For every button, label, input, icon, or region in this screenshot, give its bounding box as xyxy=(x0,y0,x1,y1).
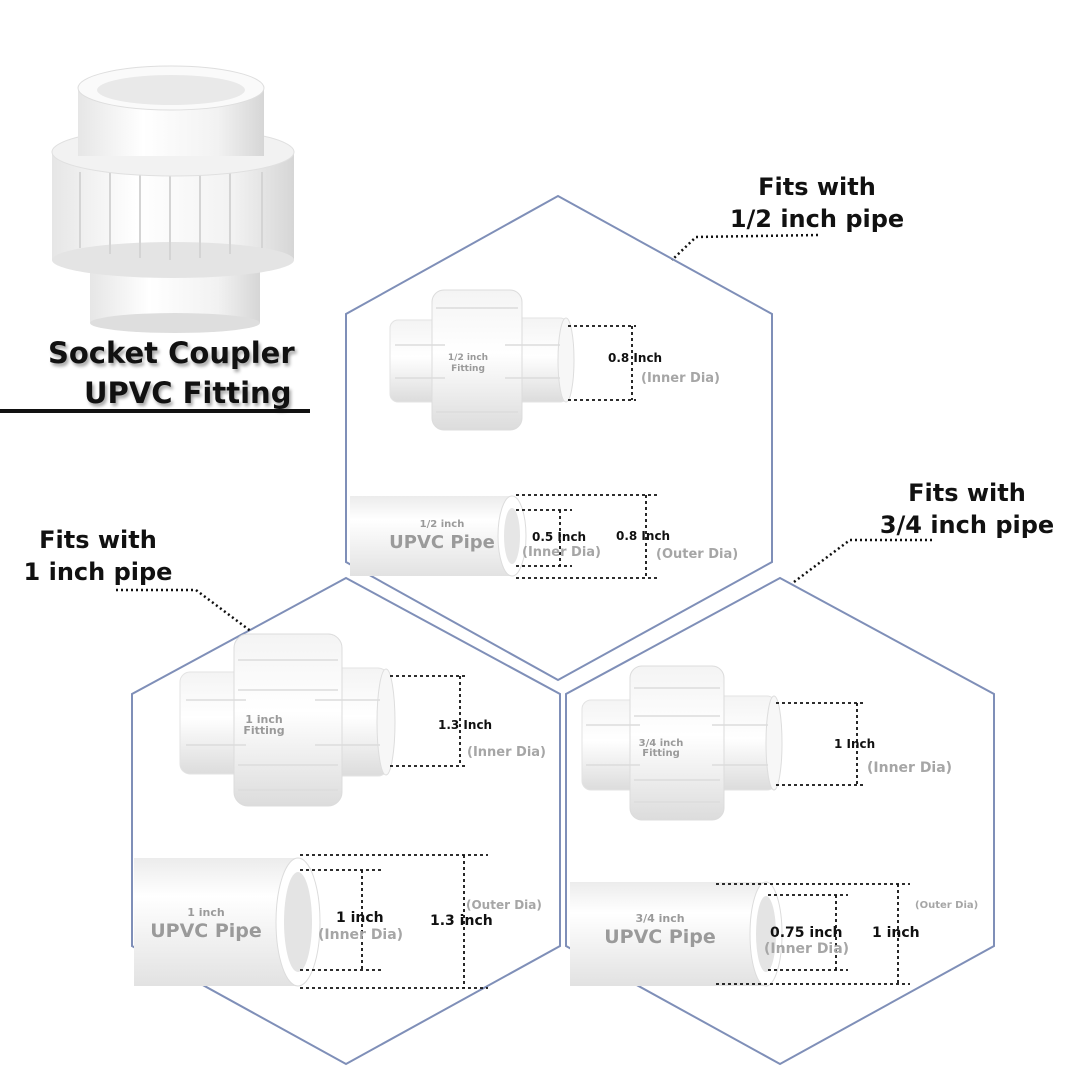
callout-one-inch: Fits with 1 inch pipe xyxy=(10,524,186,588)
hexagon-three-quarter-inch xyxy=(565,576,995,1066)
half-pipe-size: 1/2 inch xyxy=(420,519,465,530)
title-line-1: Socket Coupler xyxy=(48,336,295,370)
one-pipe-name: UPVC Pipe xyxy=(150,920,262,942)
half-inch-pipe-image xyxy=(350,495,527,577)
half-fitting-dim-note: (Inner Dia) xyxy=(641,371,720,386)
one-inch-pipe-image xyxy=(134,857,321,987)
callout-half-inch: Fits with 1/2 inch pipe xyxy=(700,171,934,235)
half-pipe-inner-note: (Inner Dia) xyxy=(522,545,601,560)
one-pipe-outer: 1.3 inch xyxy=(430,913,493,929)
three-quarter-pipe-size: 3/4 inch xyxy=(635,912,684,925)
title-underline xyxy=(0,409,310,413)
one-fitting-label-1: 1 inch xyxy=(245,713,282,726)
three-quarter-pipe-inner-note: (Inner Dia) xyxy=(764,941,849,957)
socket-coupler-product-image xyxy=(51,65,295,333)
three-quarter-pipe-outer-note: (Outer Dia) xyxy=(915,900,978,911)
one-pipe-size: 1 inch xyxy=(187,906,224,919)
hexagon-one-inch xyxy=(131,576,561,1066)
three-quarter-inch-fitting-image xyxy=(581,665,783,821)
one-pipe-outer-note: (Outer Dia) xyxy=(466,898,542,912)
hexagon-half-inch xyxy=(345,194,773,682)
callout-half-line2: 1/2 inch pipe xyxy=(729,205,905,233)
half-fitting-label-2: Fitting xyxy=(451,364,485,374)
one-pipe-inner-note: (Inner Dia) xyxy=(318,927,403,943)
one-pipe-inner: 1 inch xyxy=(336,910,384,926)
half-pipe-inner: 0.5 Inch xyxy=(532,530,586,544)
half-pipe-outer: 0.8 Inch xyxy=(616,529,670,543)
three-quarter-pipe-inner: 0.75 inch xyxy=(770,925,842,941)
three-quarter-pipe-outer: 1 inch xyxy=(872,925,920,941)
callout-half-line1: Fits with xyxy=(758,173,876,201)
callout-one-line1: Fits with xyxy=(39,526,157,554)
callout-three-quarter-line2: 3/4 inch pipe xyxy=(879,511,1055,539)
half-pipe-name: UPVC Pipe xyxy=(389,532,495,553)
title-line-2: UPVC Fitting xyxy=(84,376,292,410)
callout-one-line2: 1 inch pipe xyxy=(23,558,173,586)
half-inch-fitting-image xyxy=(389,289,575,431)
dimension-lines xyxy=(300,325,910,989)
three-quarter-fitting-dim-note: (Inner Dia) xyxy=(867,760,952,776)
three-quarter-fitting-dim: 1 Inch xyxy=(834,737,875,751)
one-fitting-label-2: Fitting xyxy=(243,724,284,737)
callout-three-quarter-line1: Fits with xyxy=(908,479,1026,507)
half-pipe-outer-note: (Outer Dia) xyxy=(656,547,738,562)
three-quarter-fitting-label-1: 3/4 inch xyxy=(639,738,684,749)
half-fitting-label-1: 1/2 inch xyxy=(448,353,488,363)
one-inch-fitting-image xyxy=(179,633,396,807)
callout-leaders xyxy=(116,233,932,633)
three-quarter-fitting-label-2: Fitting xyxy=(642,748,680,759)
one-fitting-dim-note: (Inner Dia) xyxy=(467,745,546,760)
one-fitting-dim: 1.3 Inch xyxy=(438,718,492,732)
three-quarter-pipe-name: UPVC Pipe xyxy=(604,926,716,948)
three-quarter-inch-pipe-image xyxy=(570,881,783,987)
half-fitting-dim: 0.8 Inch xyxy=(608,351,662,365)
callout-three-quarter-inch: Fits with 3/4 inch pipe xyxy=(860,477,1074,541)
